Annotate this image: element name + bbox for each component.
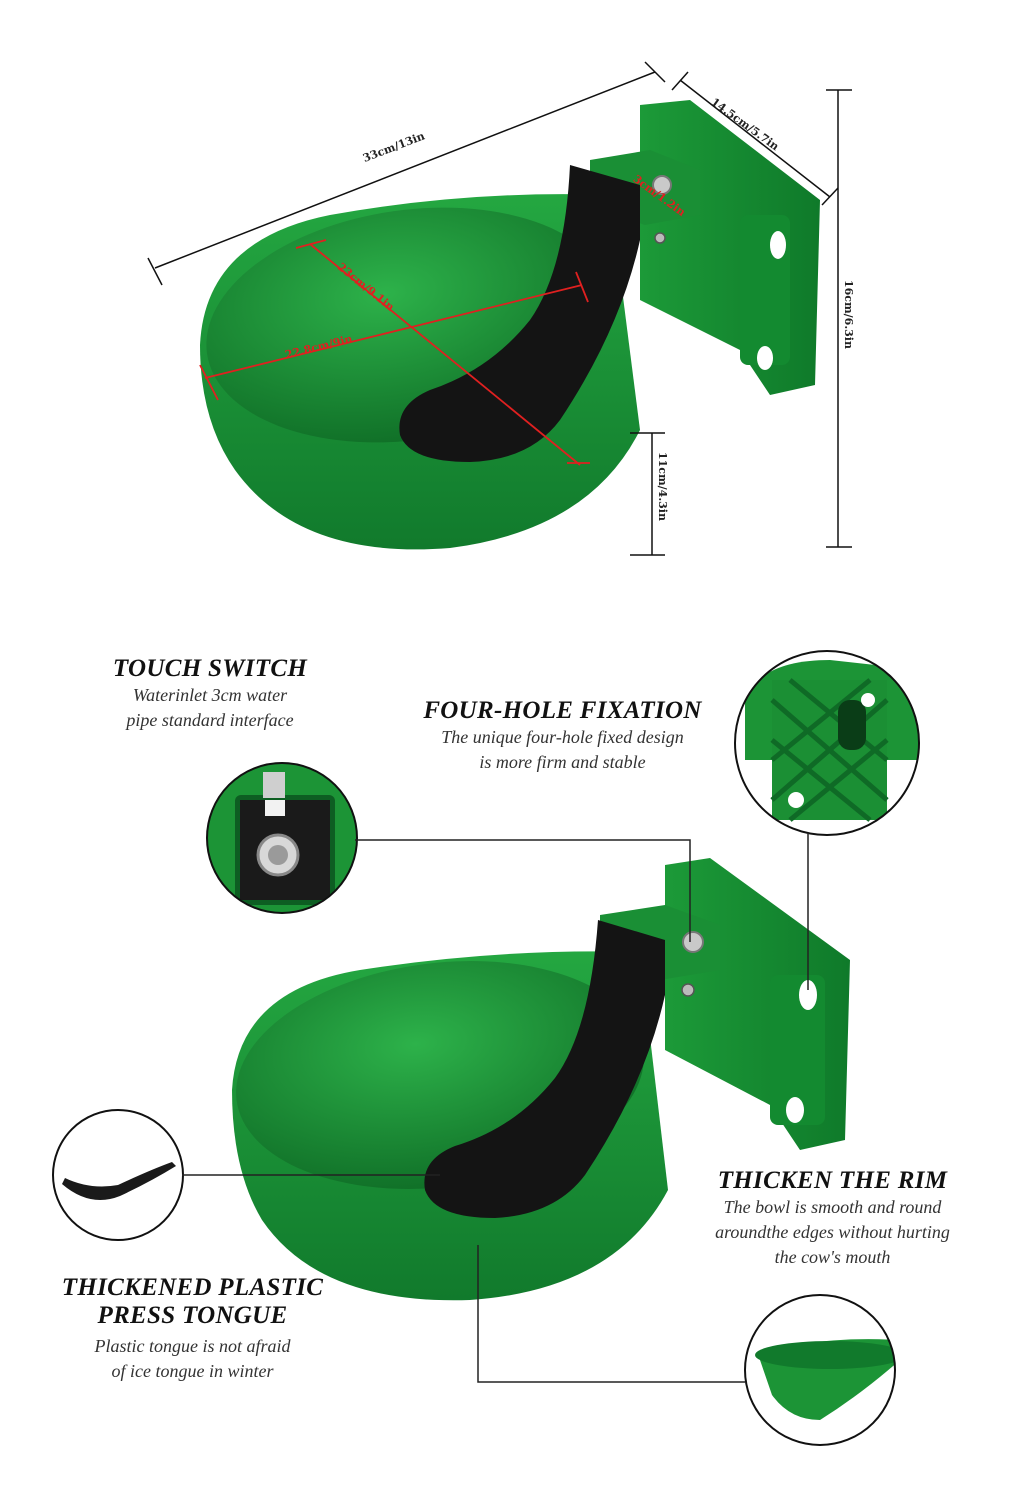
dim-height-label: 16cm/6.3in bbox=[842, 280, 855, 349]
tongue-desc-1: Plastic tongue is not afraid bbox=[94, 1336, 291, 1356]
touch-switch-title: TOUCH SWITCH bbox=[112, 655, 308, 682]
touch-switch-desc-2: pipe standard interface bbox=[126, 710, 294, 730]
rim-title: THICKEN THE RIM bbox=[717, 1167, 948, 1194]
four-hole-zoom bbox=[734, 650, 920, 836]
tongue-title-2: PRESS TONGUE bbox=[97, 1302, 288, 1329]
rim-desc-3: the cow's mouth bbox=[774, 1247, 891, 1267]
dim-depth-label: 11cm/4.3in bbox=[656, 452, 669, 521]
tongue-zoom bbox=[52, 1109, 184, 1241]
leader-lines bbox=[182, 833, 809, 1383]
rim-zoom bbox=[744, 1294, 896, 1446]
top-drinking-bowl bbox=[147, 61, 852, 556]
four-hole-callout: FOUR-HOLE FIXATION The unique four-hole … bbox=[390, 697, 735, 775]
four-hole-title: FOUR-HOLE FIXATION bbox=[423, 697, 702, 724]
rim-callout: THICKEN THE RIM The bowl is smooth and r… bbox=[670, 1167, 995, 1270]
tongue-title-1: THICKENED PLASTIC bbox=[61, 1274, 324, 1301]
touch-switch-desc-1: Waterinlet 3cm water bbox=[132, 685, 288, 705]
four-hole-desc-2: is more firm and stable bbox=[479, 752, 646, 772]
touch-switch-zoom bbox=[206, 762, 358, 914]
touch-switch-callout: TOUCH SWITCH Waterinlet 3cm water pipe s… bbox=[60, 655, 360, 733]
bottom-drinking-bowl bbox=[232, 858, 850, 1301]
tongue-callout: THICKENED PLASTIC PRESS TONGUE Plastic t… bbox=[25, 1274, 360, 1384]
tongue-desc-2: of ice tongue in winter bbox=[111, 1361, 274, 1381]
rim-desc-1: The bowl is smooth and round bbox=[723, 1197, 942, 1217]
rim-desc-2: aroundthe edges without hurting bbox=[715, 1222, 950, 1242]
four-hole-desc-1: The unique four-hole fixed design bbox=[441, 727, 684, 747]
